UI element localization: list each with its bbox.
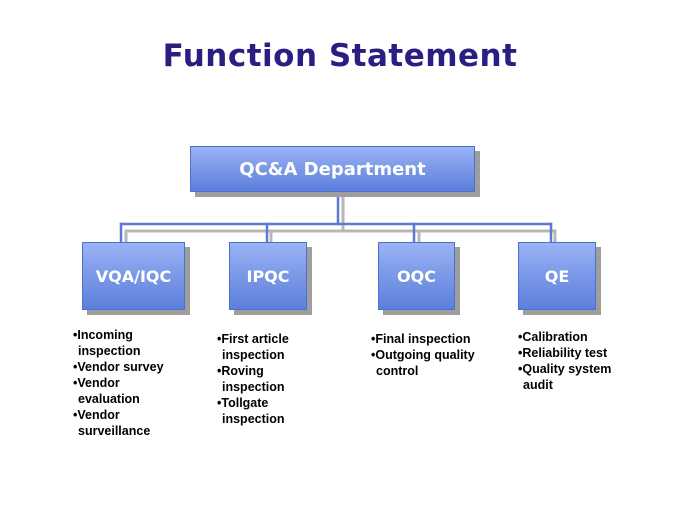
list-item: •Vendor survey [73, 360, 164, 374]
list-item: •Reliability test [518, 346, 608, 360]
ipqc-label: IPQC [246, 266, 290, 286]
vqa-iqc-label: VQA/IQC [95, 266, 172, 286]
qca-department-label: QC&A Department [239, 158, 426, 180]
list-item: •Final inspection [371, 332, 471, 346]
ipqc-box: IPQC [229, 242, 307, 310]
qe-label: QE [544, 266, 570, 286]
qe-box: QE [518, 242, 596, 310]
list-item: •Vendor evaluation [73, 376, 140, 406]
oqc-box: OQC [378, 242, 455, 310]
vqa-iqc-box: VQA/IQC [82, 242, 185, 310]
list-item: •Vendor surveillance [73, 408, 151, 438]
list-item: •Incoming inspection [73, 328, 141, 358]
list-item: •First article inspection [217, 332, 289, 362]
list-item: •Tollgate inspection [217, 396, 285, 426]
oqc-duties: •Final inspection •Outgoing quality cont… [371, 331, 491, 379]
qe-duties: •Calibration •Reliability test •Quality … [518, 329, 628, 393]
list-item: •Quality system audit [518, 362, 612, 392]
vqa-iqc-duties: •Incoming inspection •Vendor survey •Ven… [73, 327, 185, 439]
list-item: •Calibration [518, 330, 588, 344]
list-item: •Outgoing quality control [371, 348, 475, 378]
oqc-label: OQC [397, 266, 436, 286]
qca-department-box: QC&A Department [190, 146, 475, 192]
list-item: •Roving inspection [217, 364, 285, 394]
page-title: Function Statement [162, 38, 518, 74]
ipqc-duties: •First article inspection •Roving inspec… [217, 331, 317, 427]
